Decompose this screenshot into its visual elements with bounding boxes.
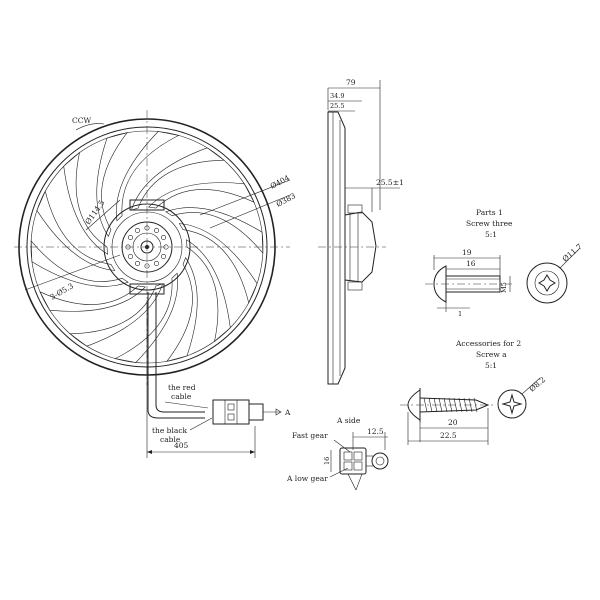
hub-vent-holes	[125, 225, 169, 269]
hub-hole	[154, 228, 160, 234]
fan-blade	[148, 182, 255, 209]
cable	[147, 292, 205, 419]
parts1-head-dia: Ø11.7	[561, 242, 584, 264]
depth-79-label: 79	[346, 78, 356, 87]
thread-line	[443, 397, 448, 413]
a-side-detail: A side Fast gear A low gear 12.5 16	[286, 416, 389, 491]
parts1-name: Screw three	[466, 219, 513, 228]
acc-head-dia: Ø8.2	[528, 375, 548, 394]
acc-len-thread: 20	[448, 418, 458, 427]
fan-blade	[186, 239, 231, 343]
aside-pitch: 16	[323, 457, 331, 465]
fan-blade	[116, 131, 180, 222]
acc-name: Screw a	[476, 350, 507, 359]
black-cable-label-2: cable	[160, 435, 181, 444]
black-cable-label-1: the black	[152, 426, 188, 435]
hub-hole	[144, 263, 150, 269]
acc-top-outer	[497, 389, 527, 419]
rotation-label: CCW	[72, 116, 91, 125]
side-shroud	[327, 111, 346, 385]
torx-recess	[538, 274, 556, 292]
aside-low-gear: A low gear	[286, 474, 328, 483]
fan-blade	[166, 256, 198, 362]
rotation-arrow	[75, 123, 105, 131]
red-cable-label-2: cable	[171, 392, 192, 401]
aside-fast-gear: Fast gear	[292, 431, 328, 440]
fan-blade	[178, 223, 258, 304]
fan-blade	[39, 285, 146, 312]
depth-349-label: 34.9	[330, 92, 344, 100]
dia-inner-label: Ø383	[275, 191, 297, 209]
acc-len-total: 22.5	[440, 431, 457, 440]
connector-plug	[248, 403, 264, 421]
parts-1-detail: Parts 1 Screw three 5:1 19 16 M5 1 Ø11.7	[425, 208, 584, 318]
hub-hole	[135, 260, 141, 266]
parts1-len-total: 19	[462, 248, 472, 257]
fan-blade	[165, 207, 264, 254]
connector-body	[212, 399, 250, 425]
fan-blade	[30, 240, 129, 287]
aside-width: 12.5	[367, 427, 384, 436]
connector-marker: A	[284, 408, 291, 417]
hub-hole	[161, 254, 167, 260]
phillips-recess	[501, 393, 523, 415]
accessories-detail: Accessories for 2 Screw a 5:1 20 22.5 Ø8…	[400, 339, 547, 445]
red-cable-label-1: the red	[168, 383, 196, 392]
parts1-top-inner	[534, 270, 560, 296]
depth-255-label: 25.5	[330, 102, 344, 110]
depth-25-tol-label: 25.5±1	[376, 178, 404, 187]
parts1-head	[433, 265, 447, 303]
cable-second	[155, 292, 205, 413]
aside-connector	[339, 447, 367, 475]
hub-hole	[135, 228, 141, 234]
acc-title: Accessories for 2	[455, 339, 521, 348]
fan-side-view: 79 34.9 25.5 25.5±1	[318, 78, 404, 385]
fan-front-view: CCW Ø404 Ø383 Ø114.5 3-Ø5.3 A the red ca…	[14, 110, 297, 458]
side-motor	[344, 211, 377, 283]
parts1-len-shank: 16	[466, 259, 476, 268]
hub-hole	[161, 235, 167, 241]
aside-latch	[371, 452, 389, 470]
hub-hole	[154, 260, 160, 266]
thread-line	[438, 397, 443, 413]
thread-line	[423, 397, 428, 413]
parts1-title: Parts 1	[476, 208, 503, 217]
thread-line	[428, 397, 433, 413]
fan-blade	[114, 272, 178, 363]
cable-length-label: 405	[174, 441, 189, 450]
parts1-head-h: 1	[458, 310, 462, 318]
parts1-scale: 5:1	[485, 230, 497, 239]
dia-outer-label: Ø404	[269, 173, 291, 191]
parts1-thread: M5	[500, 282, 508, 293]
fan-blade	[69, 283, 164, 347]
fan-blade	[130, 147, 225, 211]
parts1-top-outer	[526, 262, 568, 304]
fan-blade	[36, 190, 116, 271]
hub-hole	[128, 235, 134, 241]
holes-label: 3-Ø5.3	[49, 281, 76, 302]
fan-blade	[63, 151, 108, 255]
hub-hole	[128, 254, 134, 260]
aside-title: A side	[336, 416, 361, 425]
fan-blade	[96, 132, 128, 238]
acc-scale: 5:1	[485, 361, 497, 370]
